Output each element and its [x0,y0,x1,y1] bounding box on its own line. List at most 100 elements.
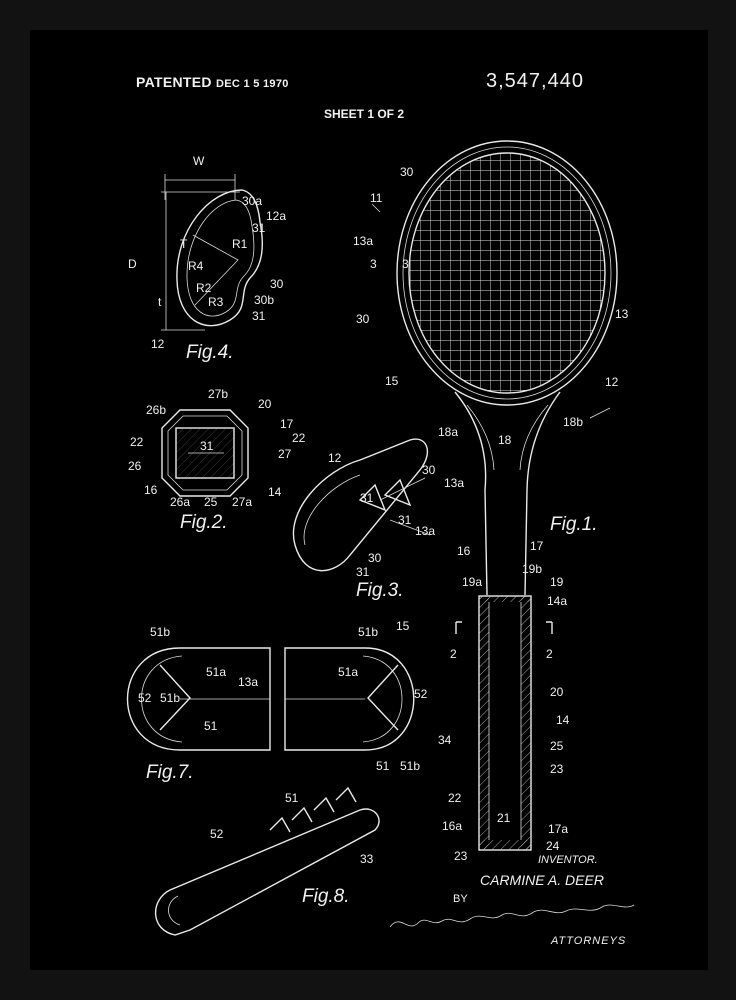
ref-51b-right: 51b [358,625,378,639]
ref-31: 31 [252,221,266,235]
fig7-tube [126,647,415,751]
by-label: BY [453,893,468,905]
ref-24: 24 [546,839,560,853]
fig3-caption: Fig.3. [356,580,404,601]
ref-13a: 13a [353,234,373,248]
ref-25-fig2: 25 [204,495,218,509]
fig3-isometric [292,438,431,572]
patented-label: PATENTED [136,74,212,90]
ref-30-fig3: 30 [422,463,436,477]
ref-52-right: 52 [414,687,428,701]
ref-21: 21 [497,811,511,825]
ref-17-fig2: 17 [280,417,294,431]
ref-26: 26 [128,459,142,473]
ref-22a: 22 [130,435,144,449]
ref-51b-center: 51b [160,691,180,705]
ref-30-fig3b: 30 [368,551,382,565]
signature-scribble [389,904,635,928]
ref-13a-fig7: 13a [238,675,258,689]
ref-14-fig2: 14 [268,485,282,499]
blueprint-sheet: PATENTED DEC 1 5 1970 3,547,440 SHEET 1 … [30,30,708,970]
ref-31-fig3c: 31 [356,565,370,579]
ref-d: D [128,257,137,271]
fig8-caption: Fig.8. [302,886,350,907]
ref-17: 17 [530,539,544,553]
patented-date: DEC 1 5 1970 [215,78,289,90]
ref-r1: R1 [232,237,248,251]
ref-52-fig8: 52 [210,827,224,841]
ref-51a-right: 51a [338,665,358,679]
ref-15: 15 [385,374,399,388]
ref-t-lower: t [158,295,162,309]
inventor-label: INVENTOR. [538,854,598,866]
ref-20: 20 [550,685,564,699]
fig4-caption: Fig.4. [186,342,234,363]
ref-3b: 3 [402,257,409,271]
fig1-caption: Fig.1. [550,514,598,535]
fig4-section [161,174,263,331]
fig2-section [161,409,249,497]
ref-23b: 23 [454,849,468,863]
ref-30b: 30 [356,312,370,326]
ref-51-fig8: 51 [285,791,299,805]
ref-r3: R3 [208,295,224,309]
ref-31-fig3b: 31 [398,513,412,527]
ref-30b-fig4: 30b [254,293,274,307]
fig8-channel [154,786,380,936]
ref-12-fig4: 12 [151,337,165,351]
ref-20-fig2: 20 [258,397,272,411]
figure-captions: Fig.1. Fig.2. Fig.3. Fig.4. Fig.7. Fig.8… [146,342,598,907]
ref-12-fig3: 12 [328,451,342,465]
ref-r4: R4 [188,259,204,273]
ref-22b: 22 [292,431,306,445]
ref-22: 22 [448,791,462,805]
ref-26a: 26a [170,495,190,509]
ref-13a-fig3: 13a [444,476,464,490]
ref-30a: 30a [242,194,262,208]
ref-23: 23 [550,762,564,776]
ref-26b: 26b [146,403,166,417]
ref-30-fig4: 30 [270,277,284,291]
ref-13: 13 [615,307,629,321]
ref-30: 30 [400,165,414,179]
ref-19b: 19b [522,562,542,576]
ref-15-fig7: 15 [396,619,410,633]
ref-14a: 14a [547,594,567,608]
ref-11: 11 [370,191,383,205]
ref-25: 25 [550,739,564,753]
ref-16a: 16a [442,819,462,833]
ref-19a: 19a [462,575,482,589]
ref-18b: 18b [563,415,583,429]
ref-18: 18 [498,433,512,447]
patent-drawing: 11 30 13a 3 3 30 13 15 12 18a 18 18b 16 … [126,140,635,936]
ref-3a: 3 [370,257,377,271]
sheet-number: SHEET 1 OF 2 [324,107,405,121]
ref-19: 19 [550,575,564,589]
fig2-caption: Fig.2. [180,512,228,533]
fig1-racket [371,140,618,851]
ref-12: 12 [605,375,619,389]
ref-51b-left: 51b [150,625,170,639]
ref-13a-fig3b: 13a [415,524,435,538]
ref-27a: 27a [232,495,252,509]
fig7-caption: Fig.7. [146,762,194,783]
ref-14: 14 [556,713,570,727]
attorneys-label: ATTORNEYS [551,935,627,947]
ref-51-left: 51 [204,719,218,733]
ref-w: W [193,154,205,168]
ref-31-fig2: 31 [200,439,214,453]
patented-header: PATENTED DEC 1 5 1970 [136,74,289,90]
ref-2b: 2 [546,647,553,661]
ref-18a: 18a [438,425,458,439]
ref-51a-left: 51a [206,665,226,679]
ref-16-fig2: 16 [144,483,158,497]
reference-numerals: 11 30 13a 3 3 30 13 15 12 18a 18 18b 16 … [128,154,629,866]
ref-52-left: 52 [138,691,152,705]
patent-number: 3,547,440 [486,70,584,92]
ref-t-upper: T [180,237,188,251]
ref-27b: 27b [208,387,228,401]
ref-r2: R2 [196,281,212,295]
ref-31-fig3a: 31 [360,491,374,505]
inventor-name: CARMINE A. DEER [480,872,604,888]
